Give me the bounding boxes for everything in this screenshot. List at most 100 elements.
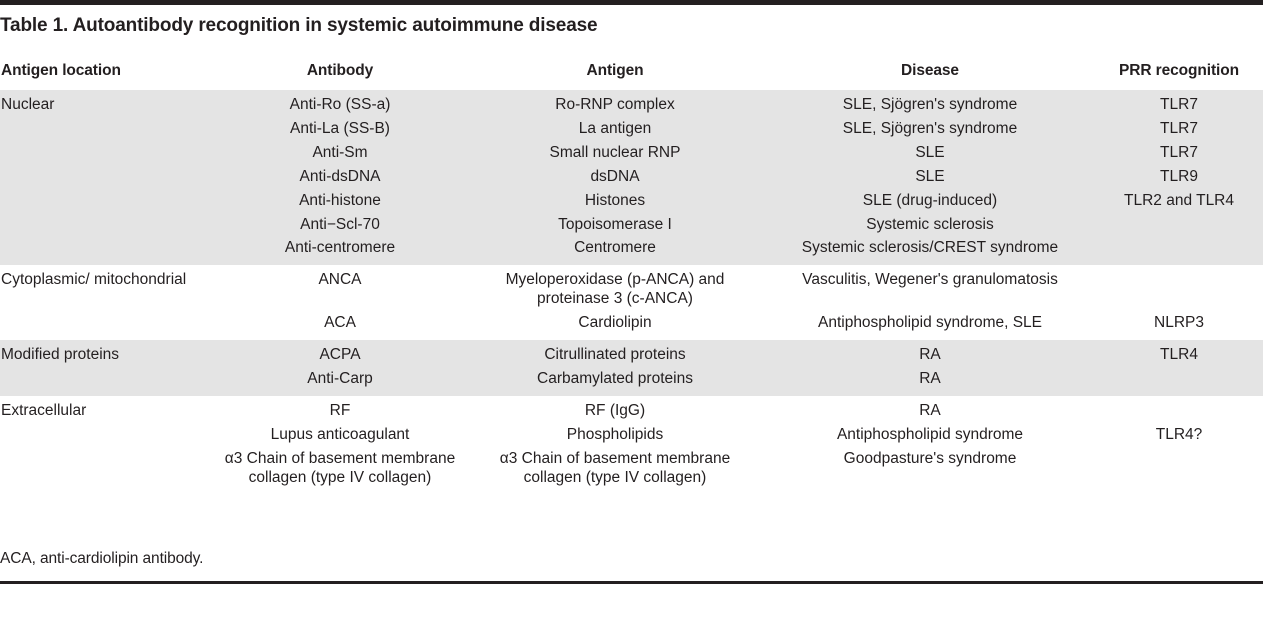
cell-antigen-location bbox=[0, 367, 215, 396]
table-row: ACA Cardiolipin Antiphospholipid syndrom… bbox=[0, 312, 1263, 341]
autoantibody-table: Antigen location Antibody Antigen Diseas… bbox=[0, 62, 1263, 491]
table-row: Nuclear Anti-Ro (SS-a) Ro-RNP complex SL… bbox=[0, 90, 1263, 118]
cell-antigen-location: Modified proteins bbox=[0, 340, 215, 368]
cell-disease: Goodpasture's syndrome bbox=[765, 447, 1095, 491]
cell-antigen: La antigen bbox=[465, 117, 765, 142]
cell-prr bbox=[1095, 237, 1263, 266]
table-top-rule bbox=[0, 0, 1263, 5]
cell-antibody: ACPA bbox=[215, 340, 465, 368]
cell-antibody: ANCA bbox=[215, 265, 465, 313]
cell-antigen: Citrullinated proteins bbox=[465, 340, 765, 368]
cell-prr: TLR4? bbox=[1095, 423, 1263, 448]
cell-antigen-location bbox=[0, 237, 215, 266]
cell-antigen-line2: collagen (type IV collagen) bbox=[523, 468, 707, 486]
table-row: Anti-Sm Small nuclear RNP SLE TLR7 bbox=[0, 141, 1263, 166]
cell-antibody: Anti-Ro (SS-a) bbox=[215, 90, 465, 118]
cell-antigen-location: Nuclear bbox=[0, 90, 215, 118]
cell-disease: RA bbox=[765, 395, 1095, 424]
table-row: Lupus anticoagulant Phospholipids Antiph… bbox=[0, 423, 1263, 448]
cell-antigen-location bbox=[0, 189, 215, 214]
cell-disease: SLE, Sjögren's syndrome bbox=[765, 117, 1095, 142]
cell-antigen: Topoisomerase I bbox=[465, 213, 765, 238]
table-row: Anti-centromere Centromere Systemic scle… bbox=[0, 237, 1263, 266]
table-row: Anti-Carp Carbamylated proteins RA bbox=[0, 367, 1263, 396]
column-header-disease: Disease bbox=[901, 62, 959, 79]
cell-antibody: RF bbox=[215, 395, 465, 424]
cell-prr: TLR9 bbox=[1095, 165, 1263, 190]
header-row: Antigen location Antibody Antigen Diseas… bbox=[0, 62, 1263, 90]
table-header: Antigen location Antibody Antigen Diseas… bbox=[0, 62, 1263, 90]
table-row: Anti−Scl-70 Topoisomerase I Systemic scl… bbox=[0, 213, 1263, 238]
table-row: Anti-dsDNA dsDNA SLE TLR9 bbox=[0, 165, 1263, 190]
cell-disease: Systemic sclerosis bbox=[765, 213, 1095, 238]
cell-disease: Vasculitis, Wegener's granulomatosis bbox=[765, 265, 1095, 313]
cell-antigen: α3 Chain of basement membrane collagen (… bbox=[465, 447, 765, 491]
cell-prr: TLR7 bbox=[1095, 117, 1263, 142]
cell-antigen-location bbox=[0, 423, 215, 448]
cell-antibody: Anti-centromere bbox=[215, 237, 465, 266]
cell-antigen-location: Cytoplasmic/ mitochondrial bbox=[0, 265, 215, 313]
table-footnote: ACA, anti-cardiolipin antibody. bbox=[0, 550, 204, 567]
cell-disease: SLE bbox=[765, 165, 1095, 190]
cell-antibody: Anti−Scl-70 bbox=[215, 213, 465, 238]
table-row: Cytoplasmic/ mitochondrial ANCA Myeloper… bbox=[0, 265, 1263, 313]
cell-antigen: Phospholipids bbox=[465, 423, 765, 448]
table-bottom-rule bbox=[0, 581, 1263, 584]
cell-antibody: Anti-Sm bbox=[215, 141, 465, 166]
cell-antibody: Lupus anticoagulant bbox=[215, 423, 465, 448]
cell-antigen: RF (IgG) bbox=[465, 395, 765, 424]
cell-disease: RA bbox=[765, 367, 1095, 396]
cell-antigen-line1: Myeloperoxidase (p-ANCA) and bbox=[505, 271, 725, 289]
cell-prr bbox=[1095, 395, 1263, 424]
column-header-prr-recognition: PRR recognition bbox=[1119, 62, 1239, 79]
cell-antigen: Cardiolipin bbox=[465, 312, 765, 341]
cell-disease: Systemic sclerosis/CREST syndrome bbox=[765, 237, 1095, 266]
cell-prr bbox=[1095, 213, 1263, 238]
cell-prr: TLR7 bbox=[1095, 141, 1263, 166]
cell-antigen-line2: proteinase 3 (c-ANCA) bbox=[537, 290, 693, 308]
cell-antibody: Anti-Carp bbox=[215, 367, 465, 396]
cell-antigen: Histones bbox=[465, 189, 765, 214]
cell-antigen-location bbox=[0, 312, 215, 341]
column-header-antibody: Antibody bbox=[306, 62, 374, 79]
cell-disease: Antiphospholipid syndrome bbox=[765, 423, 1095, 448]
cell-prr: TLR2 and TLR4 bbox=[1095, 189, 1263, 214]
cell-antigen-location bbox=[0, 447, 215, 491]
table-body: Nuclear Anti-Ro (SS-a) Ro-RNP complex SL… bbox=[0, 90, 1263, 491]
cell-antigen: Small nuclear RNP bbox=[465, 141, 765, 166]
cell-prr: TLR4 bbox=[1095, 340, 1263, 368]
table-row: Anti-La (SS-B) La antigen SLE, Sjögren's… bbox=[0, 117, 1263, 142]
cell-antigen: Centromere bbox=[465, 237, 765, 266]
cell-antigen: Ro-RNP complex bbox=[465, 90, 765, 118]
table-row: Anti-histone Histones SLE (drug-induced)… bbox=[0, 189, 1263, 214]
cell-antibody: Anti-La (SS-B) bbox=[215, 117, 465, 142]
cell-antibody: ACA bbox=[215, 312, 465, 341]
cell-prr bbox=[1095, 367, 1263, 396]
cell-antigen: Myeloperoxidase (p-ANCA) and proteinase … bbox=[465, 265, 765, 313]
table-row: Modified proteins ACPA Citrullinated pro… bbox=[0, 340, 1263, 368]
cell-antigen-line1: α3 Chain of basement membrane bbox=[499, 449, 731, 467]
cell-antibody-line2: collagen (type IV collagen) bbox=[248, 468, 432, 486]
cell-prr bbox=[1095, 265, 1263, 313]
column-header-antigen: Antigen bbox=[586, 62, 644, 79]
cell-disease: SLE bbox=[765, 141, 1095, 166]
cell-prr: NLRP3 bbox=[1095, 312, 1263, 341]
cell-antigen-location bbox=[0, 213, 215, 238]
cell-antigen-location: Extracellular bbox=[0, 395, 215, 424]
cell-disease: Antiphospholipid syndrome, SLE bbox=[765, 312, 1095, 341]
cell-antigen: Carbamylated proteins bbox=[465, 367, 765, 396]
table-row: Extracellular RF RF (IgG) RA bbox=[0, 395, 1263, 424]
table-title: Table 1. Autoantibody recognition in sys… bbox=[0, 15, 598, 36]
cell-disease: RA bbox=[765, 340, 1095, 368]
cell-antigen: dsDNA bbox=[465, 165, 765, 190]
cell-disease: SLE (drug-induced) bbox=[765, 189, 1095, 214]
table-row: α3 Chain of basement membrane collagen (… bbox=[0, 447, 1263, 491]
cell-antibody: Anti-histone bbox=[215, 189, 465, 214]
cell-antibody-line1: α3 Chain of basement membrane bbox=[224, 449, 456, 467]
cell-antibody: Anti-dsDNA bbox=[215, 165, 465, 190]
cell-prr bbox=[1095, 447, 1263, 491]
column-header-antigen-location: Antigen location bbox=[1, 62, 121, 79]
cell-disease: SLE, Sjögren's syndrome bbox=[765, 90, 1095, 118]
cell-prr: TLR7 bbox=[1095, 90, 1263, 118]
